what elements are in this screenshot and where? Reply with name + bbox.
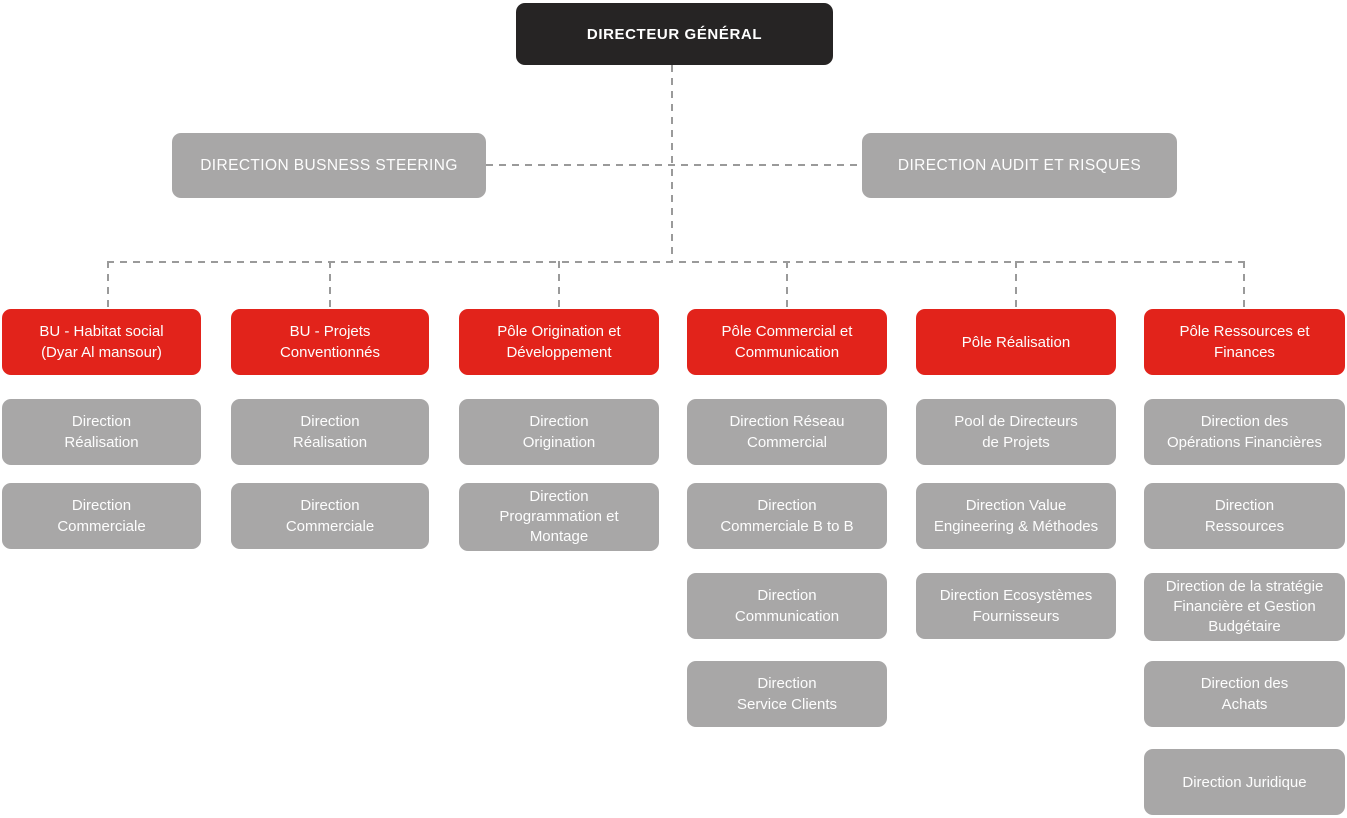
org-node-c6-direction-achats: Direction des Achats [1144, 661, 1345, 727]
org-node-c5-direction-ecosystemes-fournisseurs: Direction Ecosystèmes Fournisseurs [916, 573, 1116, 639]
org-node-c1-direction-commerciale: Direction Commerciale [2, 483, 201, 549]
connector-stub-4 [786, 261, 788, 309]
org-node-c6-direction-operations-financieres: Direction des Opérations Financières [1144, 399, 1345, 465]
org-node-c4-direction-service-clients: Direction Service Clients [687, 661, 887, 727]
org-node-pole-ressources-finances: Pôle Ressources et Finances [1144, 309, 1345, 375]
connector-stub-2 [329, 261, 331, 309]
org-node-c4-direction-communication: Direction Communication [687, 573, 887, 639]
org-node-directeur-general: DIRECTEUR GÉNÉRAL [516, 3, 833, 65]
connector-root-vertical [671, 65, 673, 262]
org-node-direction-busness-steering: DIRECTION BUSNESS STEERING [172, 133, 486, 198]
org-node-c6-direction-ressources: Direction Ressources [1144, 483, 1345, 549]
connector-stub-3 [558, 261, 560, 309]
org-node-c6-direction-juridique: Direction Juridique [1144, 749, 1345, 815]
org-node-c4-direction-commerciale-b-to-b: Direction Commerciale B to B [687, 483, 887, 549]
org-node-c2-direction-commerciale: Direction Commerciale [231, 483, 429, 549]
org-node-c3-direction-origination: Direction Origination [459, 399, 659, 465]
org-node-pole-origination-developpement: Pôle Origination et Développement [459, 309, 659, 375]
org-node-c1-direction-realisation: Direction Réalisation [2, 399, 201, 465]
org-node-c5-direction-value-engineering-methodes: Direction Value Engineering & Méthodes [916, 483, 1116, 549]
org-node-bu-habitat-social: BU - Habitat social (Dyar Al mansour) [2, 309, 201, 375]
org-node-c2-direction-realisation: Direction Réalisation [231, 399, 429, 465]
org-node-pole-realisation: Pôle Réalisation [916, 309, 1116, 375]
connector-stub-1 [107, 261, 109, 309]
org-node-c3-direction-programmation-montage: Direction Programmation et Montage [459, 483, 659, 551]
connector-spine [107, 261, 1245, 263]
org-node-pole-commercial-communication: Pôle Commercial et Communication [687, 309, 887, 375]
org-node-c5-pool-directeurs-projets: Pool de Directeurs de Projets [916, 399, 1116, 465]
connector-staff-horizontal [486, 164, 862, 166]
connector-stub-6 [1243, 261, 1245, 309]
org-node-bu-projets-conventionnes: BU - Projets Conventionnés [231, 309, 429, 375]
org-node-direction-audit-et-risques: DIRECTION AUDIT ET RISQUES [862, 133, 1177, 198]
org-node-c6-direction-strategie-financiere-gestion-budgetaire: Direction de la stratégie Financière et … [1144, 573, 1345, 641]
org-node-c4-direction-reseau-commercial: Direction Réseau Commercial [687, 399, 887, 465]
connector-stub-5 [1015, 261, 1017, 309]
